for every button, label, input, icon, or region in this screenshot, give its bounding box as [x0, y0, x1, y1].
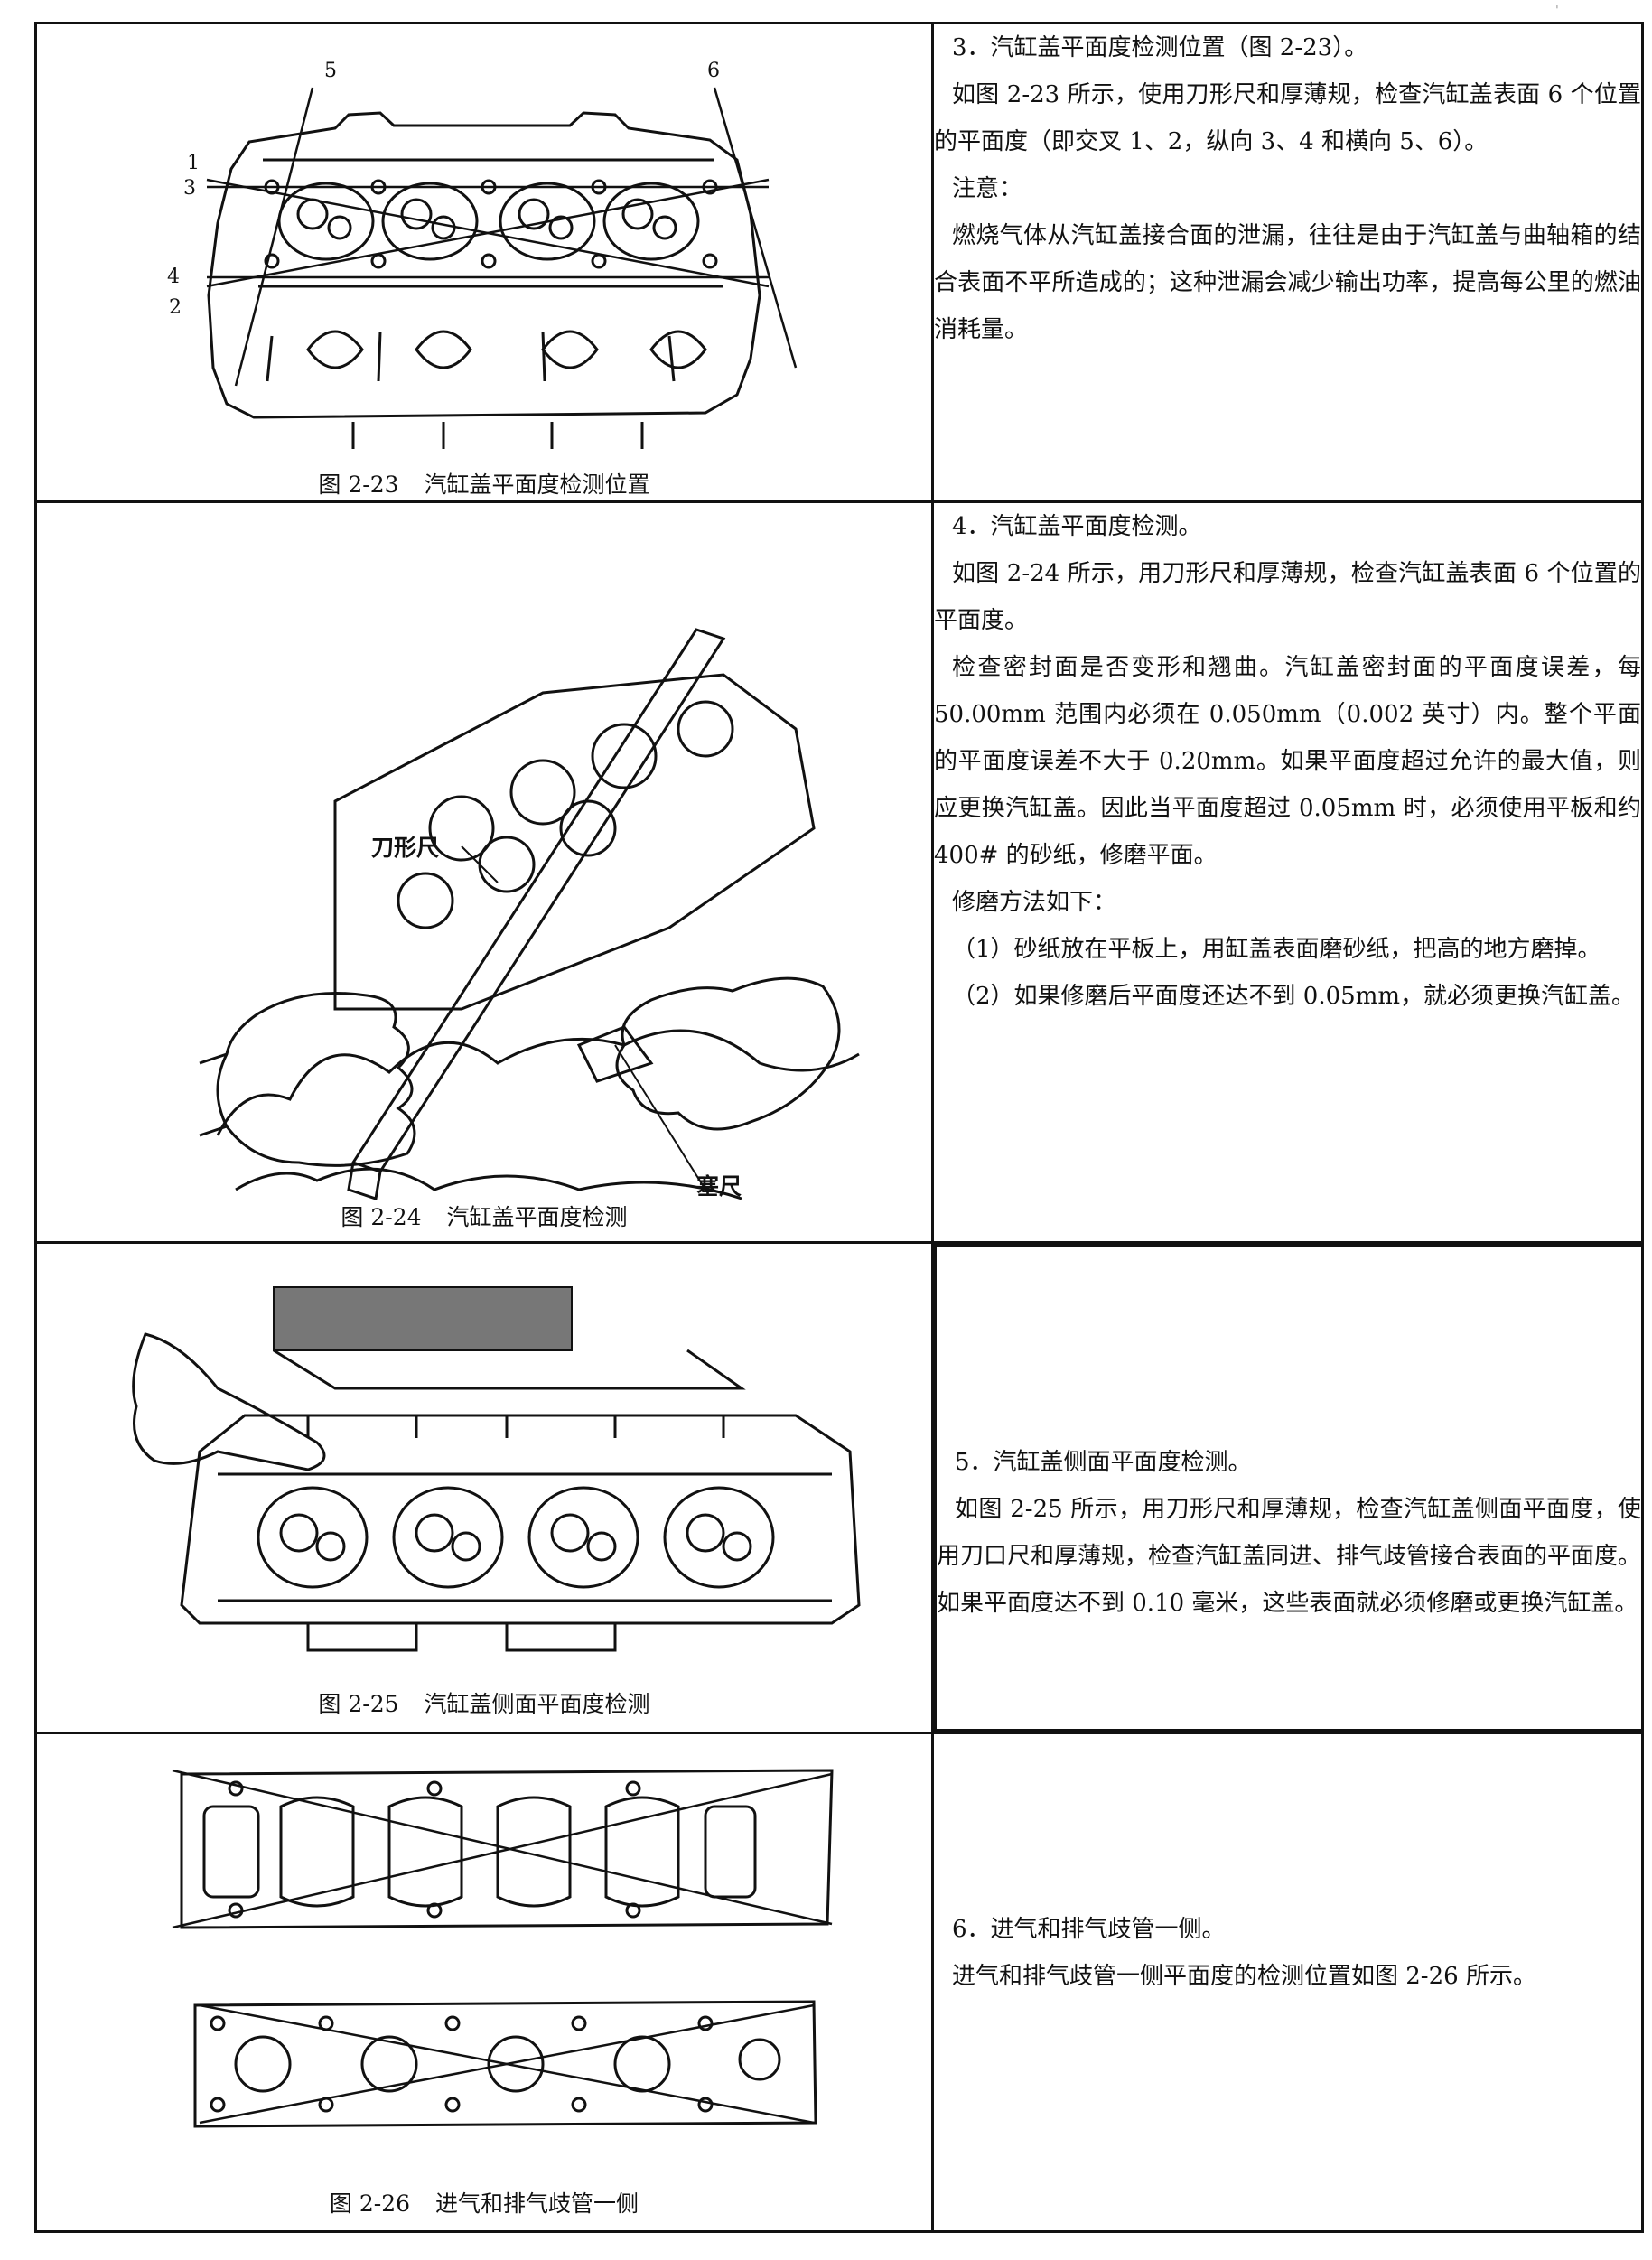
figure-number: 图 2-26	[329, 2190, 411, 2217]
text-cell: 5．汽缸盖侧面平面度检测。 如图 2-25 所示，用刀形尺和厚薄规，检查汽缸盖侧…	[934, 1244, 1644, 1732]
figure-number: 图 2-23	[318, 472, 399, 498]
figure-title: 汽缸盖侧面平面度检测	[424, 1691, 650, 1717]
paragraph: 修磨方法如下：	[952, 889, 1117, 916]
table-row: 图 2-25 汽缸盖侧面平面度检测 5．汽缸盖侧面平面度检测。 如图 2-25 所…	[34, 1241, 1644, 1734]
section-heading: 3．汽缸盖平面度检测位置（图 2-23）。	[952, 34, 1368, 61]
paragraph: （2）如果修磨后平面度还达不到 0.05mm，就必须更换汽缸盖。	[952, 983, 1636, 1010]
paragraph: 检查密封面是否变形和翘曲。汽缸盖密封面的平面度误差，每 50.00mm 范围内必…	[934, 654, 1641, 869]
figure-cell: 5 6 1 3 4 2 图 2-23 汽缸盖平面度检测位置	[34, 22, 934, 503]
figure-label-6: 6	[707, 60, 720, 82]
feeler-gauge-label: 塞尺	[696, 1173, 742, 1200]
section-heading: 5．汽缸盖侧面平面度检测。	[955, 1449, 1252, 1476]
paragraph: 如图 2-24 所示，用刀形尺和厚薄规，检查汽缸盖表面 6 个位置的平面度。	[934, 560, 1641, 634]
figure-label-5: 5	[324, 60, 337, 82]
text-cell: 6．进气和排气歧管一侧。 进气和排气歧管一侧平面度的检测位置如图 2-26 所示…	[931, 1732, 1644, 2233]
section-heading: 4．汽缸盖平面度检测。	[952, 513, 1202, 540]
figure-cell: 刀形尺 塞尺 图 2-24 汽缸盖平面度检测	[34, 500, 934, 1244]
document-table: 5 6 1 3 4 2 图 2-23 汽缸盖平面度检测位置 3．汽缸盖平面度检测位…	[34, 22, 1644, 2233]
figure-label-4: 4	[167, 266, 180, 288]
straightedge-feeler-illustration: 刀形尺 塞尺	[199, 628, 860, 1200]
figure-number: 图 2-24	[341, 1204, 422, 1230]
figure-caption: 图 2-25 汽缸盖侧面平面度检测	[37, 1686, 931, 1719]
table-row: 图 2-26 进气和排气歧管一侧 6．进气和排气歧管一侧。 进气和排气歧管一侧平面…	[34, 1732, 1644, 2233]
figure-caption: 图 2-23 汽缸盖平面度检测位置	[37, 467, 931, 500]
text-cell: 4．汽缸盖平面度检测。 如图 2-24 所示，用刀形尺和厚薄规，检查汽缸盖表面 …	[931, 500, 1644, 1244]
figure-label-1: 1	[187, 152, 200, 174]
paragraph: 进气和排气歧管一侧平面度的检测位置如图 2-26 所示。	[952, 1963, 1536, 1990]
figure-title: 汽缸盖平面度检测	[446, 1204, 628, 1230]
cylinder-head-side-illustration	[132, 1286, 861, 1652]
figure-label-3: 3	[183, 177, 196, 200]
manifold-side-illustration	[172, 1769, 834, 2128]
figure-caption: 图 2-24 汽缸盖平面度检测	[37, 1200, 931, 1232]
note-label: 注意：	[952, 175, 1023, 202]
text-cell: 3．汽缸盖平面度检测位置（图 2-23）。 如图 2-23 所示，使用刀形尺和厚…	[931, 22, 1644, 503]
figure-cell: 图 2-26 进气和排气歧管一侧	[34, 1732, 934, 2233]
straightedge-label: 刀形尺	[371, 835, 439, 861]
figure-title: 进气和排气歧管一侧	[435, 2190, 639, 2217]
figure-label-2: 2	[169, 296, 182, 319]
figure-caption: 图 2-26 进气和排气歧管一侧	[37, 2186, 931, 2218]
cylinder-head-top-illustration: 5 6 1 3 4 2	[167, 60, 798, 449]
corner-mark: '	[1555, 4, 1559, 18]
table-row: 5 6 1 3 4 2 图 2-23 汽缸盖平面度检测位置 3．汽缸盖平面度检测位…	[34, 22, 1644, 503]
paragraph: 如图 2-25 所示，用刀形尺和厚薄规，检查汽缸盖侧面平面度，使用刀口尺和厚薄规…	[937, 1496, 1642, 1617]
table-row: 刀形尺 塞尺 图 2-24 汽缸盖平面度检测 4．汽缸盖平面度检测。 如图 2-2…	[34, 500, 1644, 1244]
section-heading: 6．进气和排气歧管一侧。	[952, 1916, 1226, 1943]
figure-number: 图 2-25	[318, 1691, 399, 1717]
figure-title: 汽缸盖平面度检测位置	[424, 472, 650, 498]
figure-cell: 图 2-25 汽缸盖侧面平面度检测	[34, 1241, 934, 1734]
paragraph: 燃烧气体从汽缸盖接合面的泄漏，往往是由于汽缸盖与曲轴箱的结合表面不平所造成的；这…	[934, 222, 1641, 343]
paragraph: 如图 2-23 所示，使用刀形尺和厚薄规，检查汽缸盖表面 6 个位置的平面度（即…	[934, 81, 1641, 155]
paragraph: （1）砂纸放在平板上，用缸盖表面磨砂纸，把高的地方磨掉。	[952, 936, 1601, 963]
